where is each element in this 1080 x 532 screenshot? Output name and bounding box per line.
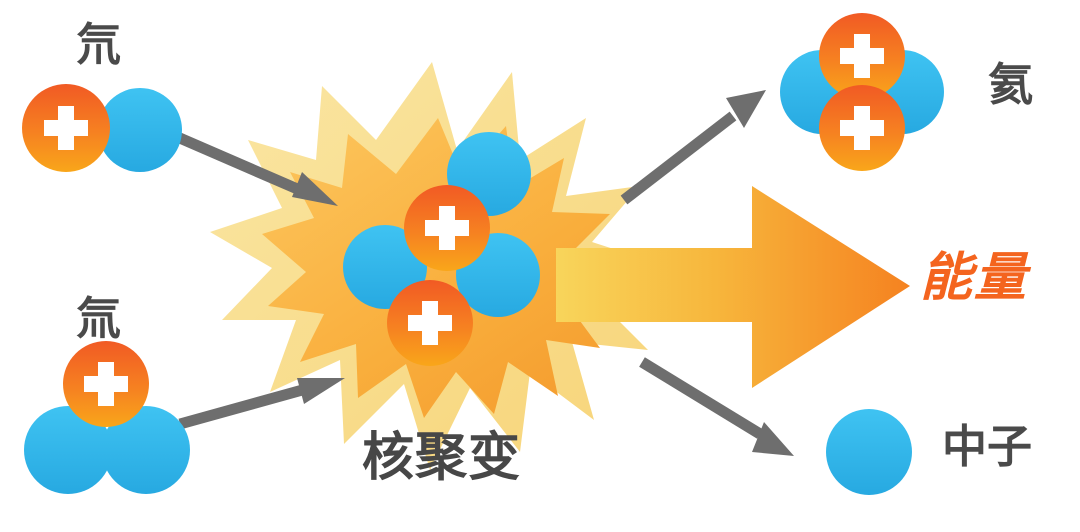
particle-group-tritium: [24, 341, 190, 494]
particle-group-neutron: [826, 409, 912, 495]
label-neutron: 中子: [942, 420, 1033, 473]
neutron-circle: [24, 406, 112, 494]
label-fusion: 核聚变: [362, 428, 522, 488]
label-deuterium: 氘: [76, 18, 122, 71]
plus-icon: [84, 362, 128, 406]
neutron-circle: [102, 406, 190, 494]
arrow-core-to-energy: [556, 186, 910, 388]
neutron-circle: [98, 88, 182, 172]
plus-icon: [408, 301, 452, 345]
plus-icon: [425, 206, 469, 250]
label-helium: 氦: [988, 58, 1034, 111]
label-tritium: 氚: [76, 292, 122, 345]
arrow-tritium-to-core: [178, 378, 345, 430]
particle-group-deuterium: [22, 84, 182, 172]
plus-icon: [44, 106, 88, 150]
particle-group-helium: [780, 13, 944, 171]
output-arrows: [620, 90, 794, 456]
arrow-core-to-neutron: [639, 357, 794, 456]
neutron-circle: [826, 409, 912, 495]
arrow-core-to-helium: [620, 90, 766, 205]
fusion-core-nuclei: [343, 132, 540, 366]
label-energy: 能量: [920, 248, 1029, 308]
plus-icon: [840, 34, 884, 78]
plus-icon: [840, 106, 884, 150]
